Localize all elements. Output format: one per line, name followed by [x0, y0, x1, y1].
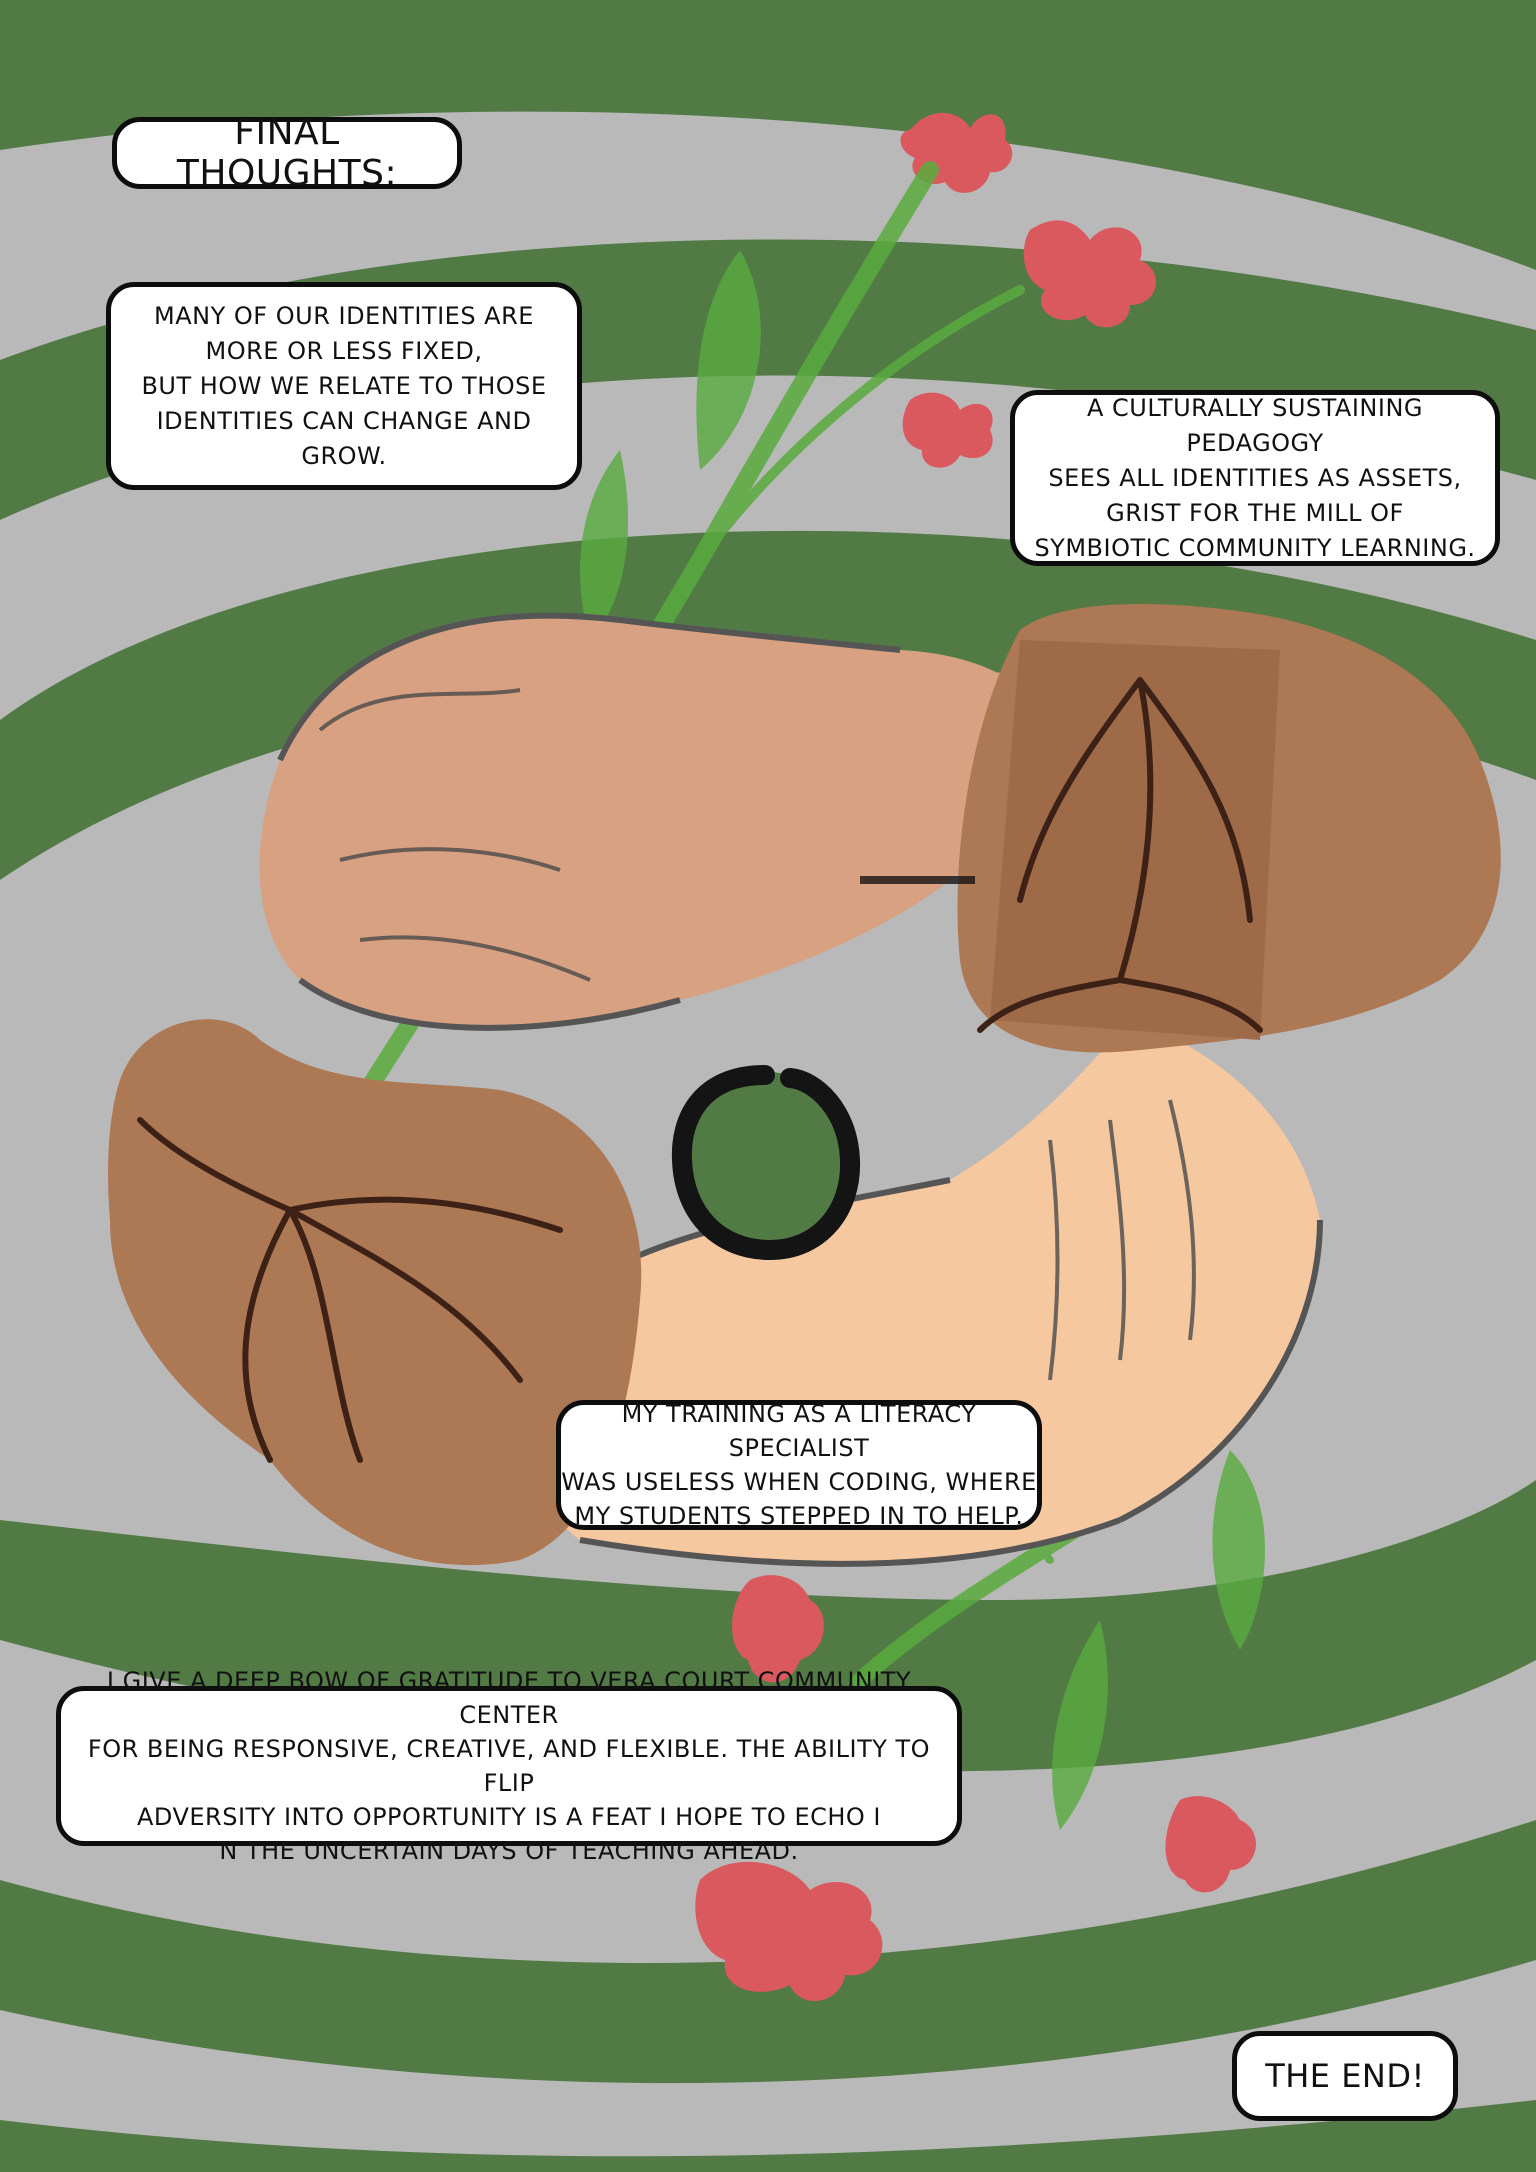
caption-pedagogy: A CULTURALLY SUSTAINING PEDAGOGY SEES AL… — [1010, 390, 1500, 566]
root-hand-right-illustration — [957, 604, 1501, 1053]
enso-circle-icon — [671, 1065, 861, 1261]
red-flower-icon — [695, 1575, 1257, 2002]
sketch-outlines — [318, 688, 1196, 1381]
ending-label: THE END! — [1232, 2031, 1458, 2121]
caption-training: MY TRAINING AS A LITERACY SPECIALIST WAS… — [556, 1400, 1042, 1530]
upper-hand-illustration — [259, 612, 1052, 1031]
root-hand-left-illustration — [108, 1019, 642, 1566]
page-title: FINAL THOUGHTS: — [112, 112, 462, 194]
caption-gratitude: I GIVE A DEEP BOW OF GRATITUDE TO VERA C… — [56, 1667, 962, 1865]
caption-identities: MANY OF OUR IDENTITIES ARE MORE OR LESS … — [106, 282, 582, 490]
